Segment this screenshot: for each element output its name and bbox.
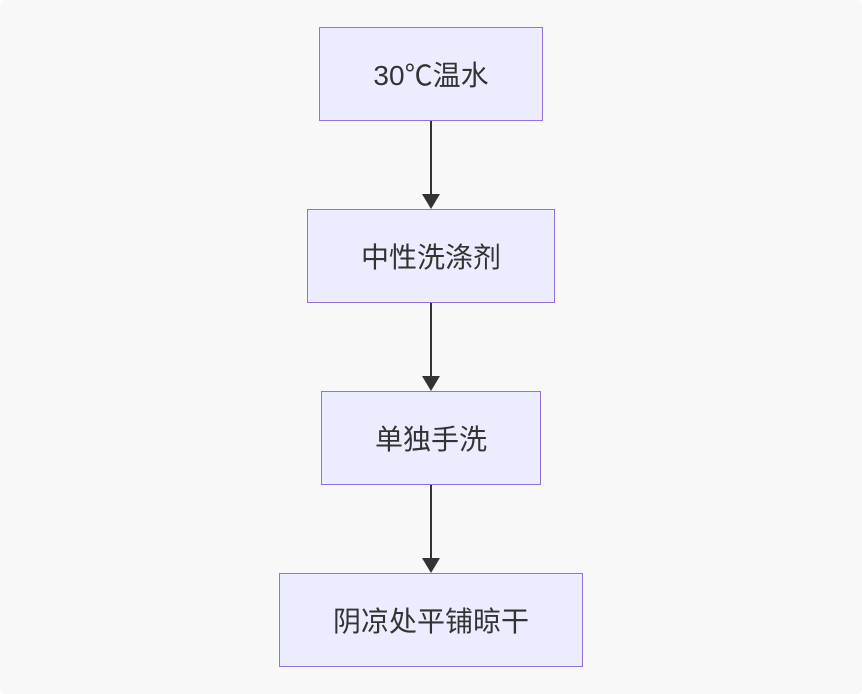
flow-edge-1 [422, 121, 440, 209]
arrow-down-icon [422, 194, 440, 209]
edge-line [430, 485, 432, 558]
flow-node-label: 30℃温水 [373, 60, 489, 91]
arrow-down-icon [422, 376, 440, 391]
flow-node-label: 阴凉处平铺晾干 [332, 606, 529, 637]
flow-node-hand-wash: 单独手洗 [320, 391, 541, 485]
flow-node-label: 中性洗涤剂 [360, 242, 501, 273]
edge-line [430, 303, 432, 376]
flow-node-neutral-detergent: 中性洗涤剂 [306, 209, 555, 303]
edge-line [430, 121, 432, 194]
arrow-down-icon [422, 558, 440, 573]
flow-node-label: 单独手洗 [374, 424, 487, 455]
flow-node-dry-flat: 阴凉处平铺晾干 [278, 573, 583, 667]
flow-edge-3 [422, 485, 440, 573]
flow-node-warm-water: 30℃温水 [319, 27, 543, 121]
flow-edge-2 [422, 303, 440, 391]
